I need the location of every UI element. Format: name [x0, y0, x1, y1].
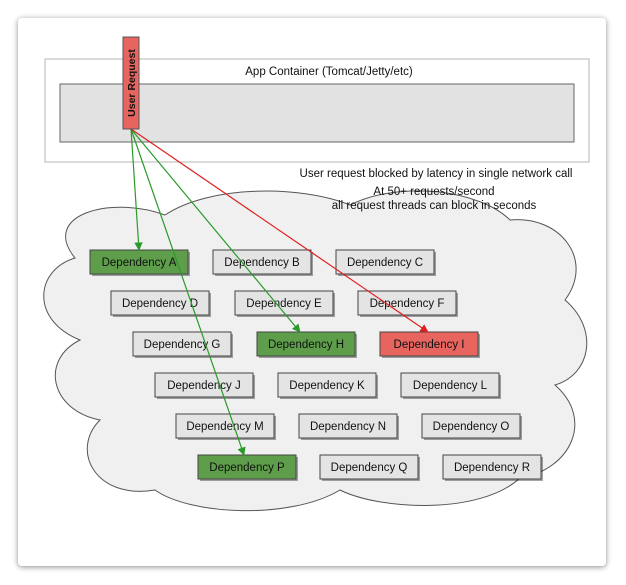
- dependency-box: [277, 372, 377, 398]
- dependency-label: Dependency O: [433, 421, 510, 433]
- dependency-c: Dependency C: [335, 249, 436, 276]
- dependency-label: Dependency K: [289, 380, 365, 392]
- dependency-box: [442, 454, 542, 480]
- dependency-e: Dependency E: [234, 290, 335, 317]
- dependency-box: [197, 454, 297, 480]
- user-request-box: [122, 36, 140, 130]
- dependency-box: [298, 413, 398, 439]
- dependency-label: Dependency M: [186, 421, 263, 433]
- dependency-grid: Dependency A Dependency B Dependency C Depe…: [89, 249, 543, 481]
- dependency-g: Dependency G: [132, 331, 233, 358]
- dependency-label: Dependency C: [347, 257, 423, 269]
- dependency-h: Dependency H: [256, 331, 357, 358]
- dependency-label: Dependency N: [310, 421, 386, 433]
- dependency-label: Dependency J: [167, 380, 241, 392]
- user-request-label: User Request: [126, 49, 138, 117]
- call-arrow-p: [130, 128, 246, 456]
- dependency-box: [319, 454, 419, 480]
- dependency-box: [175, 413, 275, 439]
- dependency-a: Dependency A: [89, 249, 190, 276]
- dependency-r: Dependency R: [442, 454, 543, 481]
- dependency-box: [256, 331, 356, 357]
- dependency-box: [110, 290, 210, 316]
- dependency-label: Dependency A: [102, 257, 177, 269]
- dependency-label: Dependency G: [144, 339, 221, 351]
- dependency-box: [89, 249, 189, 275]
- dependency-box: [132, 331, 232, 357]
- dependency-box: [154, 372, 254, 398]
- dependency-box: [212, 249, 312, 275]
- dependency-label: Dependency H: [268, 339, 344, 351]
- dependency-box: [234, 290, 334, 316]
- dependency-box: [421, 413, 521, 439]
- dependency-box: [335, 249, 435, 275]
- dependency-label: Dependency E: [246, 298, 322, 310]
- dependency-k: Dependency K: [277, 372, 378, 399]
- dependency-n: Dependency N: [298, 413, 399, 440]
- call-arrow-h: [130, 128, 301, 333]
- dependency-label: Dependency D: [122, 298, 198, 310]
- dependency-d: Dependency D: [110, 290, 211, 317]
- dependency-box: [379, 331, 479, 357]
- dependency-label: Dependency R: [454, 462, 530, 474]
- dependency-label: Dependency Q: [331, 462, 408, 474]
- annotation-line-3: all request threads can block in seconds: [332, 200, 537, 212]
- dependency-label: Dependency L: [413, 380, 488, 392]
- dependency-l: Dependency L: [400, 372, 501, 399]
- dependency-o: Dependency O: [421, 413, 522, 440]
- call-arrow-a: [130, 128, 143, 251]
- dependency-i: Dependency I: [379, 331, 480, 358]
- call-arrows: [130, 128, 429, 456]
- dependency-label: Dependency B: [224, 257, 300, 269]
- dependency-label: Dependency P: [209, 462, 285, 474]
- dependency-b: Dependency B: [212, 249, 313, 276]
- dependency-q: Dependency Q: [319, 454, 420, 481]
- app-container-title: App Container (Tomcat/Jetty/etc): [245, 66, 413, 78]
- dependency-j: Dependency J: [154, 372, 255, 399]
- dependency-p: Dependency P: [197, 454, 298, 481]
- dependency-box: [400, 372, 500, 398]
- dependency-label: Dependency I: [394, 339, 465, 351]
- annotation-line-2: At 50+ requests/second: [373, 186, 494, 198]
- dependency-label: Dependency F: [370, 298, 445, 310]
- app-container-inner: [59, 83, 575, 143]
- annotation-line-1: User request blocked by latency in singl…: [300, 168, 573, 180]
- dependency-m: Dependency M: [175, 413, 276, 440]
- call-arrow-i: [130, 128, 429, 333]
